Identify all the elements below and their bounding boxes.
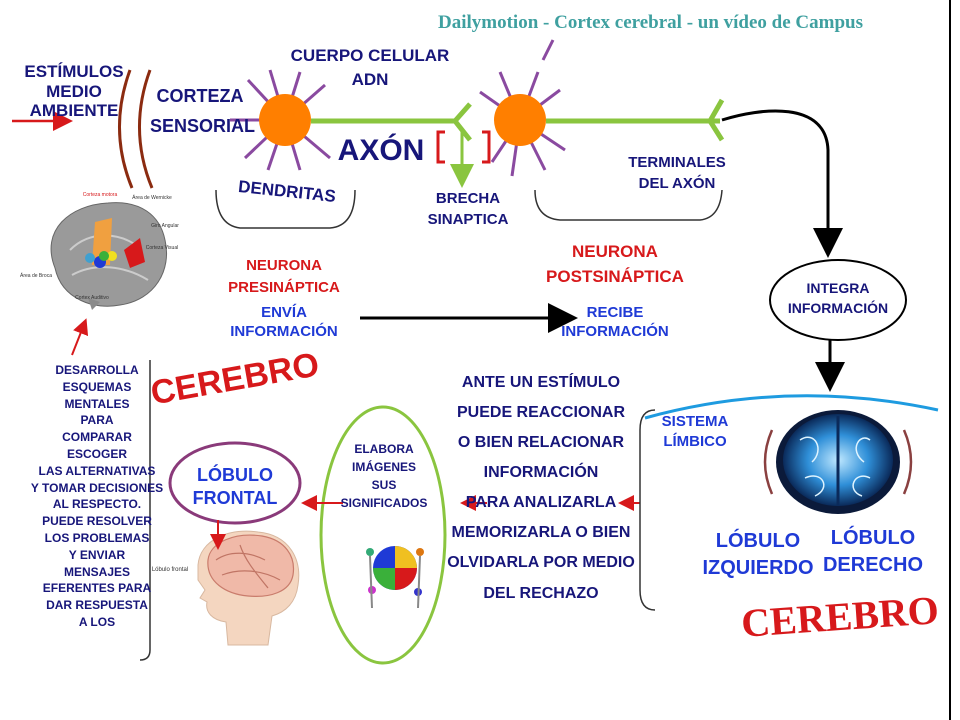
bracket-left-2	[138, 69, 154, 189]
label-axon: AXÓN	[337, 134, 425, 167]
label-neurona-presinaptica: NEURONA PRESINÁPTICA	[228, 257, 340, 296]
label-brecha-sinaptica: BRECHA SINAPTICA	[427, 190, 509, 228]
postsynaptic-cell-body	[494, 94, 546, 146]
label-desarrolla: DESARROLLA ESQUEMAS MENTALES PARA COMPAR…	[30, 363, 164, 629]
label-lobulo-izquierdo: LÓBULO IZQUIERDO	[702, 530, 814, 579]
brace-desarrolla	[139, 360, 151, 661]
synapse-bracket-right	[482, 130, 491, 164]
label-envia-informacion: ENVÍA INFORMACIÓN	[230, 304, 338, 340]
label-cuerpo-celular: CUERPO CELULAR ADN	[290, 46, 450, 89]
brace-terminales	[534, 189, 723, 221]
label-neurona-postsinaptica: NEURONA POSTSINÁPTICA	[546, 242, 684, 286]
label-lobulo-derecho: LÓBULO DERECHO	[822, 527, 923, 576]
label-terminales-axon: TERMINALES DEL AXÓN	[628, 154, 726, 192]
lobulo-frontal-ellipse	[168, 441, 302, 525]
head-brain-illustration	[197, 530, 300, 646]
elabora-ellipse	[319, 405, 447, 665]
axon-2-terminal	[707, 98, 725, 142]
label-lobulo-frontal: LÓBULO FRONTAL	[192, 465, 278, 509]
limbic-arc	[644, 394, 939, 420]
label-corteza-visual: Corteza Visual	[145, 245, 179, 251]
postsynaptic-ray-top	[541, 39, 555, 61]
label-elabora-imagenes: ELABORA IMÁGENES SUS SIGNIFICADOS	[340, 442, 428, 510]
label-giro-angular: Giro Angular	[151, 223, 179, 229]
label-head-lobulo: Lóbulo frontal	[151, 567, 189, 573]
label-estimulos: ESTÍMULOS MEDIO AMBIENTE	[24, 62, 124, 121]
label-cortex-auditivo: Cortex Auditivo	[75, 295, 109, 301]
video-source-title: Dailymotion - Cortex cerebral - un vídeo…	[438, 12, 864, 33]
bracket-left-1	[118, 69, 134, 189]
label-integra-informacion: INTEGRA INFORMACIÓN	[787, 280, 889, 317]
label-area-broca: Área de Broca	[20, 273, 52, 279]
brain-paren-left	[763, 429, 774, 495]
arrow-to-brain-diagram	[71, 318, 89, 356]
glowing-brain-illustration	[776, 410, 900, 514]
label-ante-un-estimulo: ANTE UN ESTÍMULO PUEDE REACCIONAR O BIEN…	[447, 374, 635, 602]
connector-to-integra	[721, 109, 843, 258]
brain-paren-right	[902, 429, 913, 495]
presynaptic-cell-body	[259, 94, 311, 146]
label-area-wernicke: Área de Wernicke	[132, 195, 172, 201]
synapse-bracket-left	[436, 130, 445, 164]
brace-dendritas	[215, 189, 356, 229]
label-sistema-limbico: SISTEMA LÍMBICO	[661, 413, 729, 450]
puzzle-team-illustration	[366, 546, 424, 609]
brace-sistema	[639, 409, 656, 611]
brain-areas-diagram	[50, 202, 167, 310]
integra-ellipse	[769, 259, 907, 341]
label-recibe-informacion: RECIBE INFORMACIÓN	[561, 304, 669, 340]
label-corteza-motora: Corteza motora	[82, 192, 118, 198]
label-corteza-sensorial: CORTEZA SENSORIAL	[150, 86, 256, 136]
